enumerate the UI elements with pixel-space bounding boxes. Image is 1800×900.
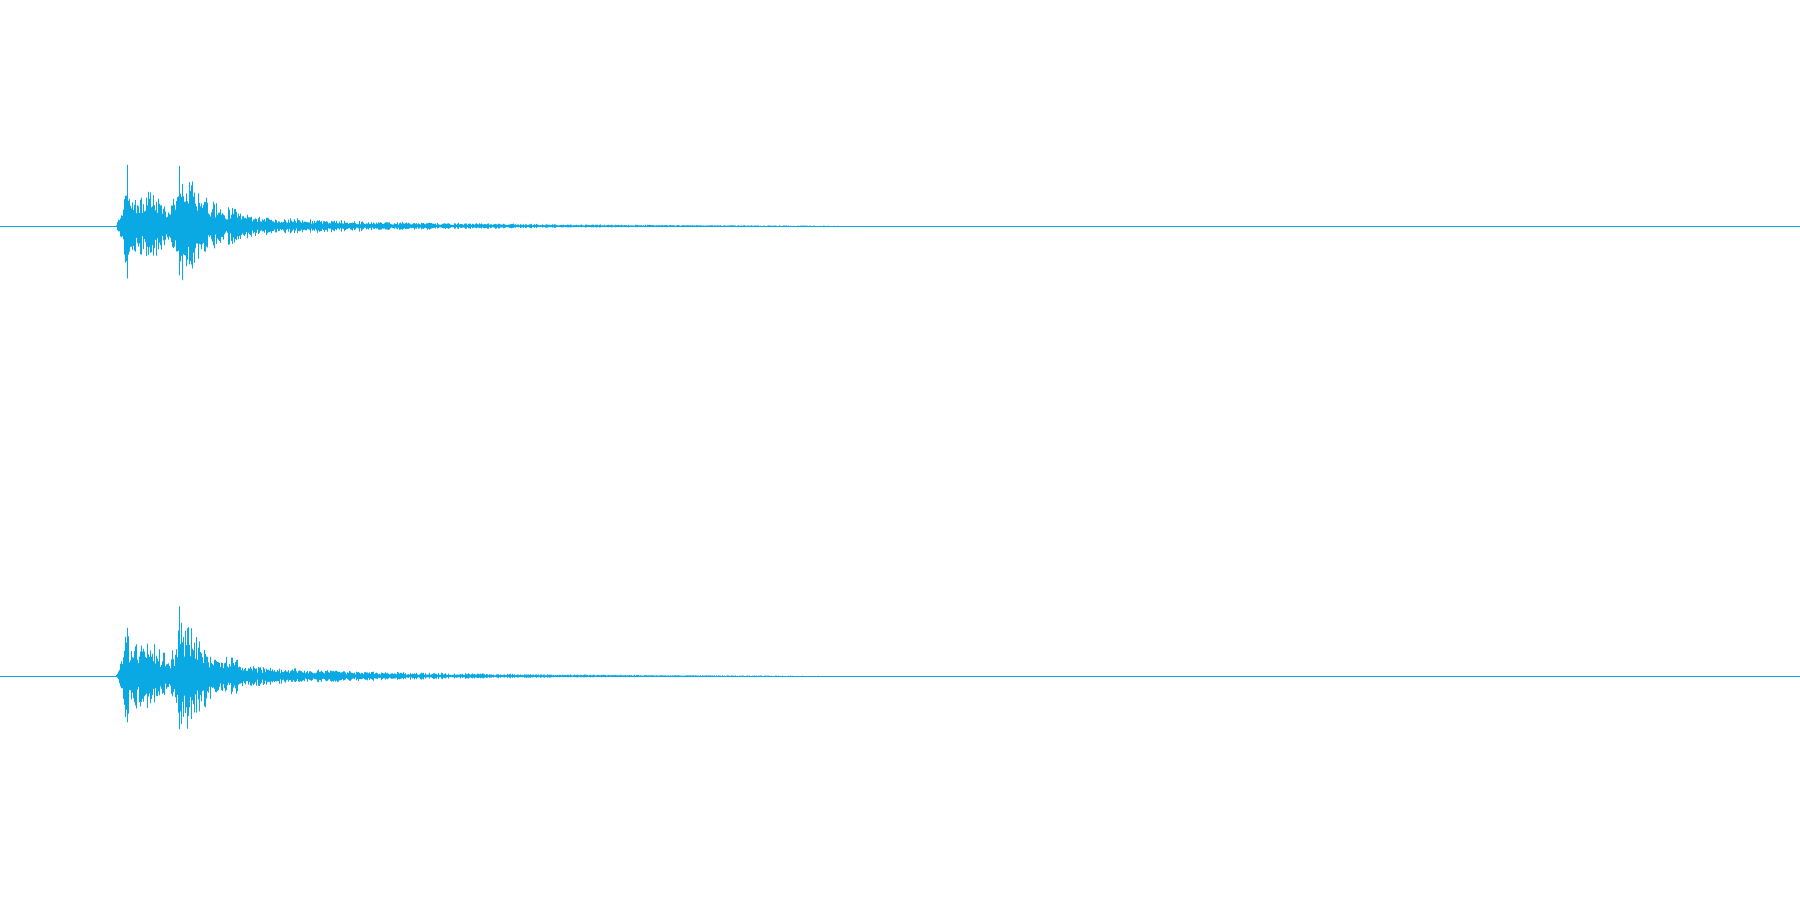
- waveform-channel-1: [0, 164, 1800, 281]
- waveform-signal: [116, 164, 838, 281]
- waveform-signal: [116, 606, 823, 730]
- waveform-channel-2: [0, 606, 1800, 730]
